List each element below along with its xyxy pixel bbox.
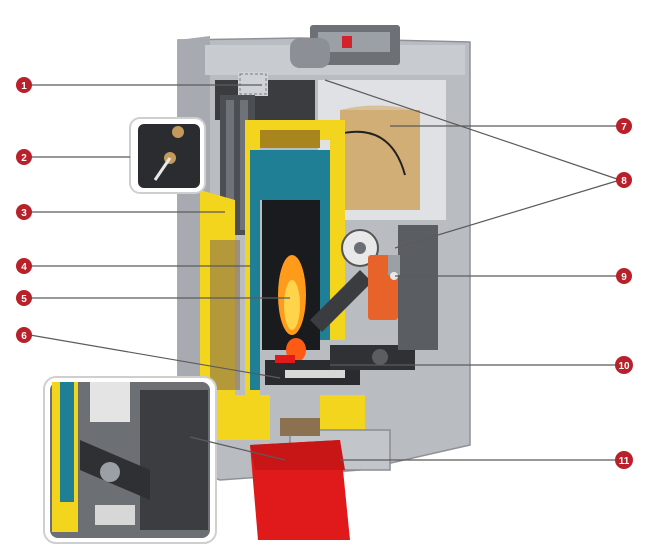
feed-motor — [368, 255, 400, 320]
svg-text:8: 8 — [621, 176, 627, 187]
top-control-unit — [290, 25, 400, 68]
callout-11: 11 — [615, 451, 633, 469]
callout-5: 5 — [16, 290, 32, 306]
svg-text:6: 6 — [21, 331, 27, 342]
svg-text:3: 3 — [21, 208, 27, 219]
svg-text:11: 11 — [619, 456, 630, 467]
callout-6: 6 — [16, 327, 32, 343]
combustion-chamber-flame — [262, 200, 320, 362]
callout-4: 4 — [16, 258, 32, 274]
svg-text:4: 4 — [21, 262, 27, 273]
auger-detail-inset — [43, 376, 217, 544]
svg-text:10: 10 — [618, 361, 630, 372]
ash-pan — [250, 418, 391, 540]
svg-text:1: 1 — [21, 81, 27, 92]
control-panel-inset — [129, 117, 206, 194]
svg-text:9: 9 — [621, 272, 627, 283]
svg-text:7: 7 — [621, 122, 627, 133]
callout-10: 10 — [615, 356, 633, 374]
callout-9: 9 — [616, 268, 632, 284]
callout-7: 7 — [616, 118, 632, 134]
svg-text:5: 5 — [21, 294, 27, 305]
callout-1: 1 — [16, 77, 32, 93]
insulation-jacket — [200, 120, 365, 440]
water-jacket — [250, 130, 330, 390]
callout-8: 8 — [616, 172, 632, 188]
auger-feed — [310, 270, 415, 370]
callout-2: 2 — [16, 149, 32, 165]
svg-text:2: 2 — [21, 153, 27, 164]
leader-lines — [29, 79, 621, 461]
callout-3: 3 — [16, 204, 32, 220]
